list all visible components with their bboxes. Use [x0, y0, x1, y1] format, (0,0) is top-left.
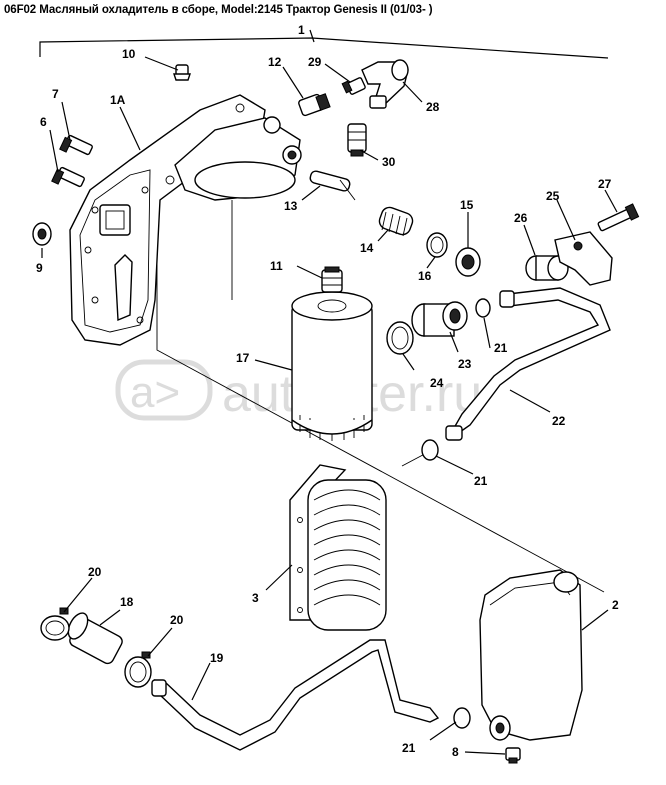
- callout-2: 2: [612, 598, 619, 612]
- fitting-30: [347, 123, 367, 157]
- callout-21-lower: 21: [402, 741, 416, 755]
- watermark-badge-frame: [115, 359, 213, 421]
- callout-24: 24: [430, 376, 444, 390]
- callout-17: 17: [236, 351, 250, 365]
- valve-13: [309, 170, 356, 201]
- callout-21-middle: 21: [474, 474, 488, 488]
- callout-10: 10: [122, 47, 136, 61]
- leader-lines: [41, 56, 618, 755]
- fitting-11: [321, 266, 343, 293]
- callout-21-upper: 21: [494, 341, 508, 355]
- callout-12: 12: [268, 55, 282, 69]
- callout-11: 11: [270, 259, 283, 273]
- callout-20-left: 20: [88, 565, 102, 579]
- clamp-20-left: [40, 607, 70, 641]
- hose-22: [445, 287, 611, 441]
- callout-19: 19: [210, 651, 224, 665]
- callout-1a: 1A: [110, 93, 126, 107]
- callout-16: 16: [418, 269, 432, 283]
- callout-1: 1: [298, 23, 305, 37]
- callout-22: 22: [552, 414, 566, 428]
- callout-28: 28: [426, 100, 440, 114]
- watermark-badge: a>: [130, 368, 180, 417]
- o-ring-21-lower: [453, 707, 471, 729]
- callout-20-right: 20: [170, 613, 184, 627]
- callout-3: 3: [252, 591, 259, 605]
- fitting-10: [173, 64, 191, 81]
- diagram-title: 06F02 Масляный охладитель в сборе, Model…: [4, 4, 433, 16]
- callout-25: 25: [546, 189, 560, 203]
- callout-15: 15: [460, 198, 474, 212]
- drain-plug-8: [505, 747, 521, 764]
- bolt-27: [597, 203, 640, 232]
- fitting-29: [341, 77, 366, 95]
- filter-head-bracket: [69, 94, 302, 346]
- callout-9: 9: [36, 261, 43, 275]
- bolt-6: [51, 166, 85, 188]
- callout-labels: 1 1A 2 3 6 7 8 9 10 11 12 13 14 15 16 17…: [36, 23, 619, 759]
- fitting-12: [298, 93, 331, 117]
- hose-19: [151, 639, 440, 751]
- sleeve-18: [67, 612, 123, 665]
- oil-filter-17: [291, 291, 373, 441]
- o-ring-21-upper: [475, 298, 491, 318]
- elbow-fitting-28: [361, 59, 409, 109]
- o-ring-16: [426, 232, 448, 258]
- callout-26: 26: [514, 211, 528, 225]
- assembly-bracket: [39, 29, 609, 59]
- callout-8: 8: [452, 745, 459, 759]
- clamp-20-right: [124, 651, 152, 688]
- spring-14: [378, 206, 414, 237]
- oil-cooler-housing-2: [479, 569, 583, 741]
- o-ring-24: [386, 321, 414, 355]
- plug-15: [455, 247, 481, 277]
- o-ring-21-middle: [421, 439, 439, 461]
- callout-18: 18: [120, 595, 134, 609]
- plug-9: [32, 222, 52, 246]
- bolt-7: [59, 134, 93, 156]
- clamp-25: [554, 231, 613, 286]
- callout-23: 23: [458, 357, 472, 371]
- callout-7: 7: [52, 87, 59, 101]
- callout-30: 30: [382, 155, 396, 169]
- connector-23: [411, 301, 468, 337]
- callout-14: 14: [360, 241, 374, 255]
- callout-6: 6: [40, 115, 47, 129]
- callout-13: 13: [284, 199, 298, 213]
- callout-29: 29: [308, 55, 322, 69]
- callout-27: 27: [598, 177, 612, 191]
- oil-cooler-core-3: [289, 464, 387, 631]
